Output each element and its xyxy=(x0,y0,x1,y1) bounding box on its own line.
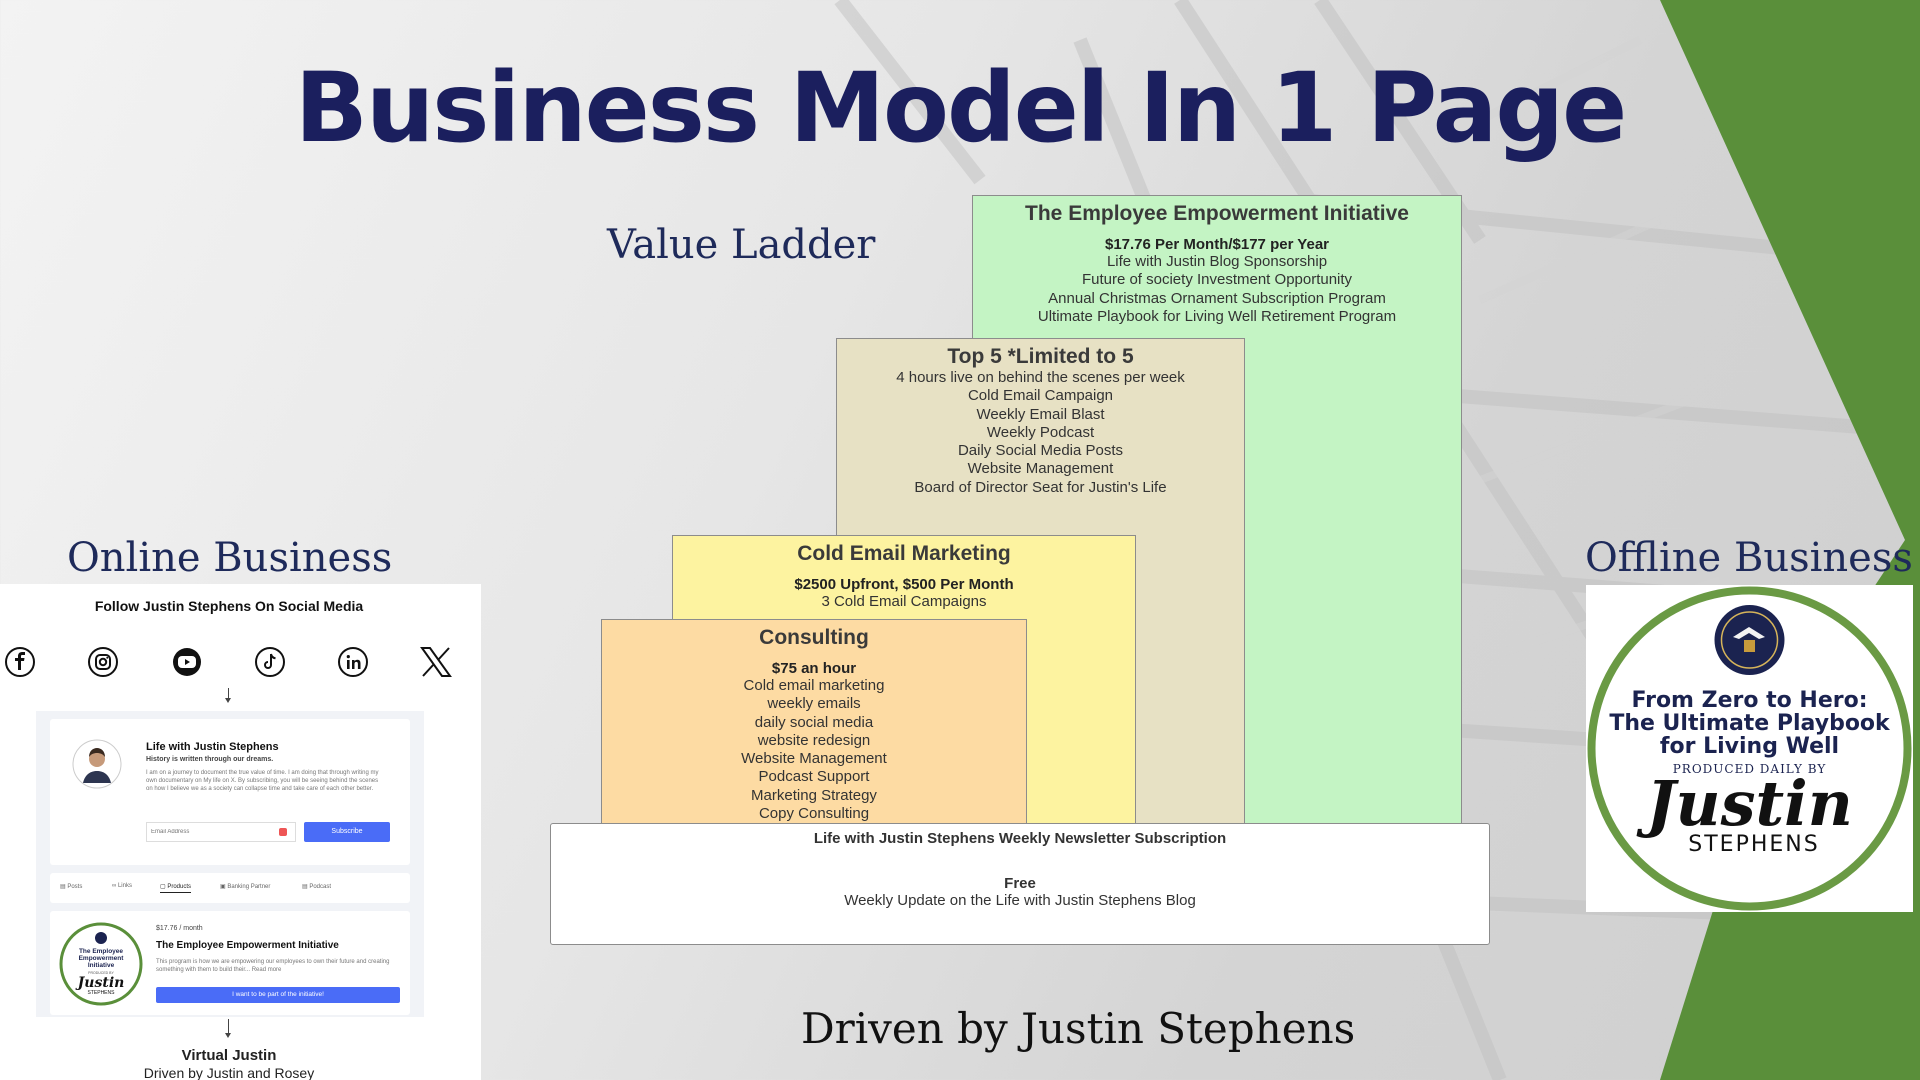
empowerment-item: Ultimate Playbook for Living Well Retire… xyxy=(1037,307,1397,325)
top5-item: Website Management xyxy=(967,460,1114,478)
top5-title: Top 5 *Limited to 5 xyxy=(947,345,1134,368)
consulting-item: Podcast Support xyxy=(758,768,870,786)
consulting-item: website redesign xyxy=(757,731,871,749)
tab-banking-partner[interactable]: ▣ Banking Partner xyxy=(220,884,271,890)
product-card: The Employee Empowerment Initiative PROD… xyxy=(50,911,410,1015)
empowerment-price: $17.76 Per Month/$177 per Year xyxy=(1104,236,1330,253)
cold-email-price: $2500 Upfront, $500 Per Month xyxy=(794,576,1014,593)
blog-body: I am on a journey to document the true v… xyxy=(146,770,379,792)
consulting-item: weekly emails xyxy=(767,695,861,713)
offline-line3: for Living Well xyxy=(1660,734,1839,759)
blog-title: Life with Justin Stephens xyxy=(146,741,279,753)
connector-arrow xyxy=(225,698,231,703)
driven-by-label: Driven by Justin Stephens xyxy=(801,1004,1356,1053)
offline-business-label: Offline Business xyxy=(1585,535,1913,581)
offline-line2: The Ultimate Playbook xyxy=(1609,711,1891,736)
product-title: The Employee Empowerment Initiative xyxy=(156,940,339,951)
consulting-item: Marketing Strategy xyxy=(751,786,877,804)
x-icon[interactable] xyxy=(416,642,456,682)
empowerment-item: Life with Justin Blog Sponsorship xyxy=(1106,253,1328,270)
consulting-item: Website Management xyxy=(741,750,887,768)
online-business-label: Online Business xyxy=(67,535,393,581)
tab-podcast[interactable]: ▤ Podcast xyxy=(302,884,332,890)
initiative-cta-button[interactable]: I want to be part of the initiative! xyxy=(156,987,400,1003)
top5-item: Weekly Email Blast xyxy=(976,405,1105,423)
consulting-item: Cold email marketing xyxy=(743,677,885,694)
initiative-logo: The Employee Empowerment Initiative PROD… xyxy=(59,922,143,1006)
playbook-logo: From Zero to Hero: The Ultimate Playbook… xyxy=(1587,586,1912,911)
top5-item: Weekly Podcast xyxy=(986,423,1095,441)
connector-line xyxy=(228,688,229,700)
virtual-justin-title: Virtual Justin xyxy=(181,1047,277,1064)
empowerment-title: The Employee Empowerment Initiative xyxy=(1025,202,1409,225)
connector-line xyxy=(228,1019,229,1035)
offline-line1: From Zero to Hero: xyxy=(1631,688,1867,713)
consulting-item: daily social media xyxy=(754,713,874,731)
input-badge-icon xyxy=(279,828,287,836)
tab-products-label: Products xyxy=(167,884,192,890)
linkedin-icon[interactable] xyxy=(333,642,373,682)
blog-card: Life with Justin Stephens History is wri… xyxy=(50,719,410,865)
logo-surname: STEPHENS xyxy=(88,990,116,996)
instagram-icon[interactable] xyxy=(83,642,123,682)
tab-products[interactable]: ▢ Products xyxy=(160,881,192,893)
top5-item: 4 hours live on behind the scenes per we… xyxy=(896,369,1185,386)
offline-signature: Justin xyxy=(1636,767,1853,840)
profile-preview: Life with Justin Stephens History is wri… xyxy=(36,711,424,1017)
offline-business-panel: From Zero to Hero: The Ultimate Playbook… xyxy=(1586,585,1913,912)
product-body: This program is how we are empowering ou… xyxy=(156,959,390,973)
logo-signature: Justin xyxy=(75,975,125,991)
newsletter-item: Weekly Update on the Life with Justin St… xyxy=(844,892,1196,909)
logo-line: The Employee xyxy=(79,948,123,955)
profile-tabs: ▤ Posts ∞ Links ▢ Products ▣ Banking Par… xyxy=(50,873,410,903)
social-heading: Follow Justin Stephens On Social Media xyxy=(94,598,364,614)
virtual-justin-sub: Driven by Justin and Rosey xyxy=(143,1065,315,1080)
value-ladder-label: Value Ladder xyxy=(607,222,876,268)
email-input[interactable] xyxy=(146,822,296,842)
connector-arrow xyxy=(225,1033,231,1038)
empowerment-item: Future of society Investment Opportunity xyxy=(1081,271,1353,289)
offline-surname: STEPHENS xyxy=(1688,832,1819,857)
blog-subtitle: History is written through our dreams. xyxy=(146,756,274,763)
tab-posts[interactable]: ▤ Posts xyxy=(60,884,83,890)
subscribe-button[interactable]: Subscribe xyxy=(304,822,390,842)
ladder-newsletter: Life with Justin Stephens Weekly Newslet… xyxy=(550,823,1490,945)
cold-email-item: 3 Cold Email Campaigns xyxy=(821,593,987,610)
youtube-icon[interactable] xyxy=(167,642,207,682)
page-title: Business Model In 1 Page xyxy=(294,52,1627,164)
online-business-panel: Follow Justin Stephens On Social Media xyxy=(0,584,481,1080)
tab-links[interactable]: ∞ Links xyxy=(112,883,132,889)
tab-links-label: Links xyxy=(117,883,132,889)
logo-small: PRODUCED BY xyxy=(88,971,114,975)
newsletter-price: Free xyxy=(1004,875,1036,892)
tab-podcast-label: Podcast xyxy=(309,884,332,890)
tab-posts-label: Posts xyxy=(67,884,83,890)
top5-item: Board of Director Seat for Justin's Life xyxy=(914,478,1167,496)
logo-line: Initiative xyxy=(88,962,115,969)
ladder-consulting: Consulting $75 an hour Cold email market… xyxy=(601,619,1027,829)
tab-banking-label: Banking Partner xyxy=(227,884,271,890)
logo-line: Empowerment xyxy=(79,955,125,962)
consulting-price: $75 an hour xyxy=(771,660,857,677)
consulting-item: Copy Consulting xyxy=(758,805,870,823)
avatar xyxy=(72,739,122,789)
newsletter-title: Life with Justin Stephens Weekly Newslet… xyxy=(813,830,1227,847)
cold-email-title: Cold Email Marketing xyxy=(797,542,1011,565)
product-price: $17.76 / month xyxy=(156,925,203,932)
top5-item: Cold Email Campaign xyxy=(967,387,1114,405)
consulting-title: Consulting xyxy=(759,626,869,649)
tiktok-icon[interactable] xyxy=(250,642,290,682)
top5-item: Daily Social Media Posts xyxy=(957,442,1124,460)
facebook-icon[interactable] xyxy=(0,642,40,682)
empowerment-item: Annual Christmas Ornament Subscription P… xyxy=(1048,289,1386,307)
offline-produced: PRODUCED DAILY BY xyxy=(1673,762,1827,776)
